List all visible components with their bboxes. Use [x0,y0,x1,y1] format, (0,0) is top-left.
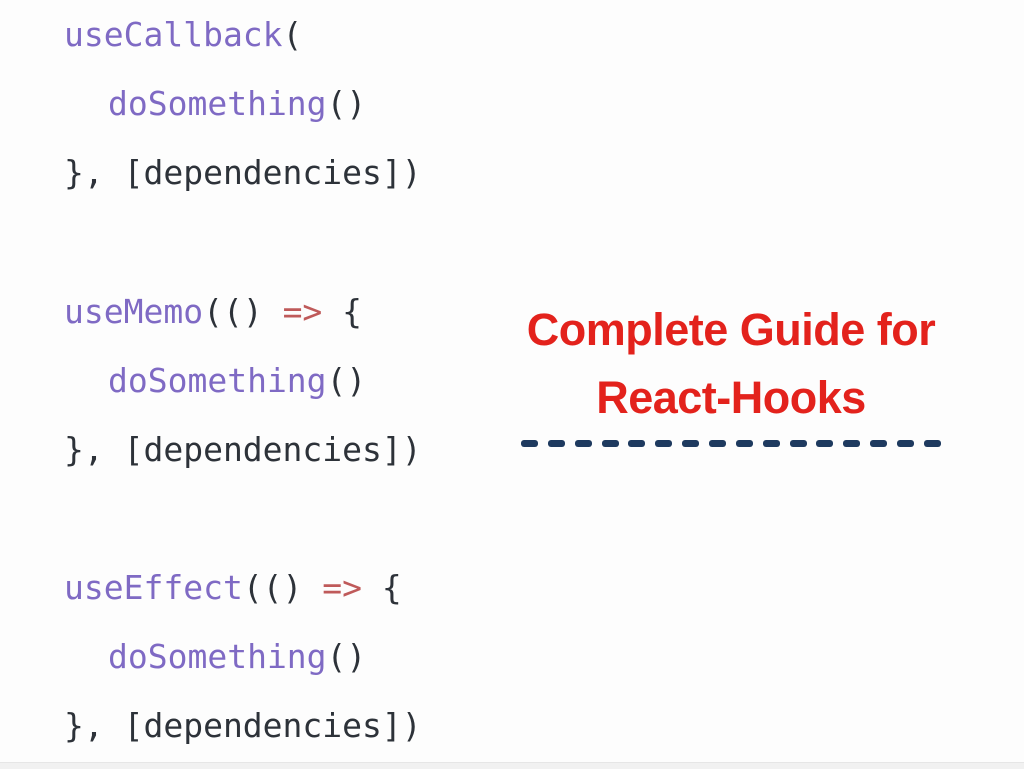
code-token-punct: ( [282,15,303,54]
underline-dash [655,440,673,447]
code-token-punct: }, [dependencies]) [64,430,422,469]
underline-dash [709,440,727,447]
page-title-line-1: Complete Guide for [526,304,936,355]
code-token-fn: doSomething [108,637,327,676]
underline-dash [923,440,941,447]
code-line: useMemo(() => { [64,277,422,346]
underline-dash [843,440,861,447]
title-underline-dashed [521,440,941,447]
code-block-usecallback: useCallback(doSomething()}, [dependencie… [64,0,422,207]
code-token-punct: }, [dependencies]) [64,706,422,745]
code-token-punct: { [322,292,363,331]
code-token-arrow: => [322,568,363,607]
code-token-arrow: => [282,292,323,331]
code-pane: useCallback(doSomething()}, [dependencie… [0,0,500,762]
code-token-fn: useMemo [64,292,204,331]
page-title-line-2: React-Hooks [596,372,866,423]
underline-dash [870,440,888,447]
code-token-punct: }, [dependencies]) [64,153,422,192]
underline-dash [628,440,646,447]
code-block-useeffect: useEffect(() => {doSomething()}, [depend… [64,553,422,760]
underline-dash [762,440,780,447]
title-pane: Complete Guide for React-Hooks [486,296,976,447]
code-line: }, [dependencies]) [64,691,422,760]
code-token-punct: () [326,84,367,123]
code-line: doSomething() [64,69,422,138]
underline-dash [789,440,807,447]
underline-dash [682,440,700,447]
underline-dash [547,440,565,447]
code-token-punct: (() [242,568,323,607]
code-block-usememo: useMemo(() => {doSomething()}, [dependen… [64,277,422,484]
underline-dash [897,440,915,447]
code-line: doSomething() [64,346,422,415]
underline-dash [816,440,834,447]
code-token-punct: () [326,637,367,676]
underline-dash [574,440,592,447]
underline-dash [521,440,538,447]
code-line: }, [dependencies]) [64,138,422,207]
code-token-fn: doSomething [108,84,327,123]
code-token-punct: (() [203,292,283,331]
code-token-punct: () [326,361,367,400]
code-line: doSomething() [64,622,422,691]
underline-dash [601,440,619,447]
code-line: useEffect(() => { [64,553,422,622]
code-token-fn: useEffect [64,568,243,607]
code-token-punct: { [362,568,402,607]
code-line: useCallback( [64,0,422,69]
underline-dash [735,440,753,447]
code-line: }, [dependencies]) [64,415,422,484]
code-token-fn: doSomething [108,361,327,400]
code-token-fn: useCallback [64,15,283,54]
bottom-edge-strip [0,762,1024,769]
